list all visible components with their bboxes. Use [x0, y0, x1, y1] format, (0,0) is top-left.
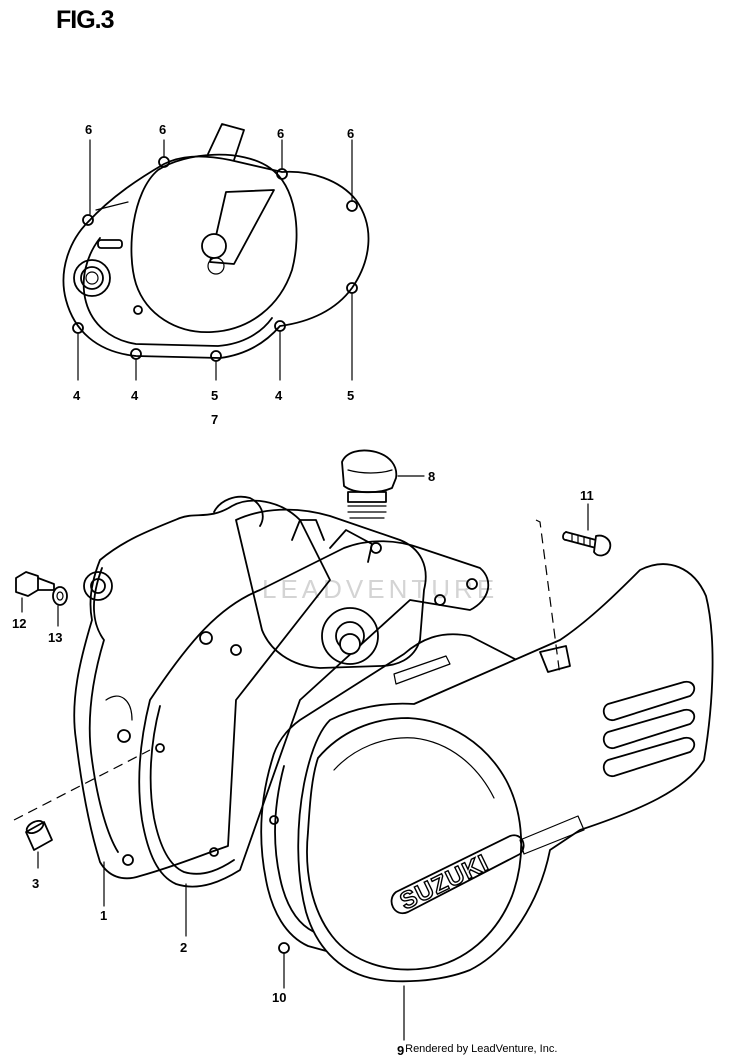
part-3-dowel	[25, 819, 53, 869]
callout-4b: 4	[131, 388, 139, 403]
part-1-inner-cover	[73, 495, 331, 907]
watermark: LEADVENTURE	[262, 574, 498, 604]
callout-6d: 6	[347, 126, 354, 141]
gasket-outline-view	[62, 123, 370, 381]
callout-13: 13	[48, 630, 62, 645]
callout-4c: 4	[275, 388, 283, 403]
callout-6c: 6	[277, 126, 284, 141]
part-11-screw	[562, 503, 612, 557]
part-8-filler-cap	[341, 449, 425, 519]
callout-5a: 5	[211, 388, 218, 403]
callout-1: 1	[100, 908, 107, 923]
clutch-housing	[235, 508, 451, 685]
callout-11: 11	[580, 488, 594, 503]
callout-10: 10	[272, 990, 286, 1005]
callout-9: 9	[397, 1043, 404, 1058]
alignment-line-screw	[535, 519, 561, 677]
part-12-bolt	[15, 571, 55, 613]
callout-6b: 6	[159, 122, 166, 137]
callout-6a: 6	[85, 122, 92, 137]
callout-7: 7	[211, 412, 218, 427]
callout-2: 2	[180, 940, 187, 955]
figure-title: FIG.3	[56, 6, 115, 34]
part-9-outer-cover: SUZUKI	[297, 563, 714, 1041]
callout-8: 8	[428, 469, 435, 484]
part-13-washer	[52, 586, 68, 627]
callout-3: 3	[32, 876, 39, 891]
callout-5b: 5	[347, 388, 354, 403]
footer-text: Rendered by LeadVenture, Inc.	[405, 1043, 558, 1055]
alignment-line-dowel	[13, 749, 151, 821]
callout-12: 12	[12, 616, 26, 631]
callout-4a: 4	[73, 388, 81, 403]
